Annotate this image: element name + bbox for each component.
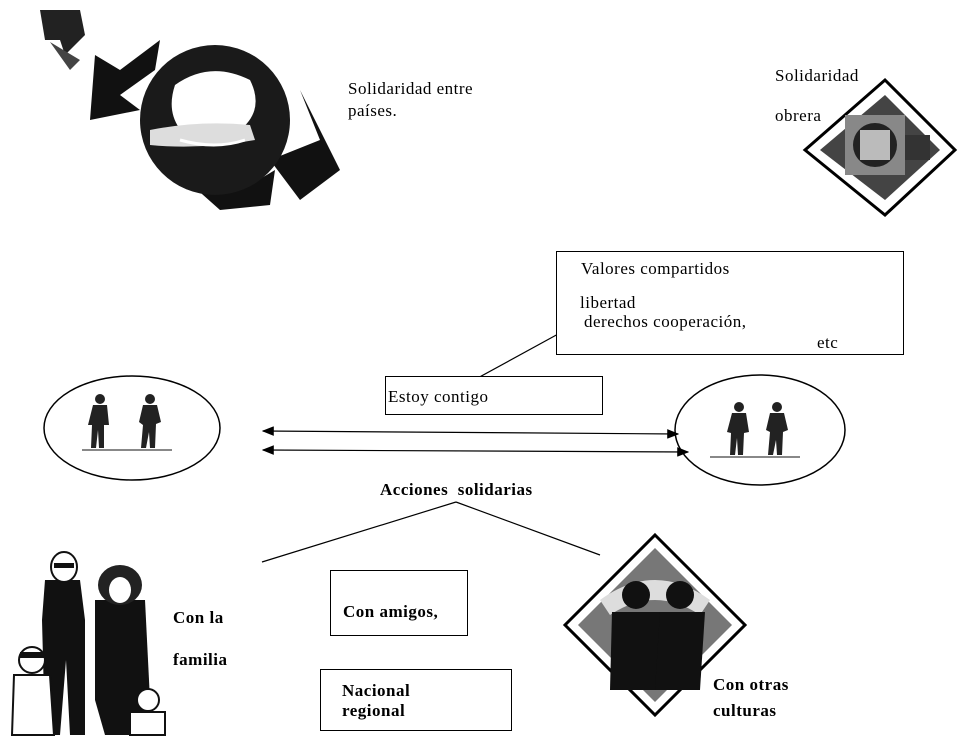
arrow-lower bbox=[261, 445, 690, 457]
national-text: Nacional regional bbox=[342, 681, 410, 721]
cultures-diamond-icon bbox=[562, 532, 748, 718]
workers-diamond-icon bbox=[802, 77, 958, 217]
callout-title: Valores compartidos bbox=[581, 259, 730, 278]
people-left-icon bbox=[82, 394, 172, 451]
family-label-line1: Con la bbox=[173, 608, 224, 627]
top-right-label-line2: obrera bbox=[775, 106, 822, 125]
top-right-label-line1: Solidaridad bbox=[775, 66, 859, 85]
friends-text: Con amigos, bbox=[343, 602, 439, 621]
top-left-label-line1: Solidaridad entre bbox=[348, 79, 474, 98]
family-icon bbox=[10, 551, 166, 736]
family-label-line2: familia bbox=[173, 650, 228, 669]
top-right-label: Solidaridad obrera bbox=[775, 56, 859, 136]
arrow-upper bbox=[261, 426, 680, 439]
callout-line1: libertad bbox=[580, 293, 636, 312]
callout-line3: etc bbox=[817, 333, 839, 352]
family-label: Con la familia bbox=[173, 597, 228, 681]
top-left-label: Solidaridad entre países. bbox=[348, 78, 473, 122]
friends-box: Con amigos, bbox=[330, 570, 468, 636]
callout-box: Valores compartidos libertad derechos co… bbox=[556, 251, 904, 355]
branch-left-line bbox=[261, 501, 457, 563]
cultures-label-line2: culturas bbox=[713, 701, 777, 720]
callout-line2: derechos cooperación, bbox=[584, 312, 747, 331]
national-line2: regional bbox=[342, 701, 406, 720]
national-box: Nacional regional bbox=[320, 669, 512, 731]
cultures-label: Con otras culturas bbox=[713, 672, 789, 724]
recycle-globe-icon bbox=[40, 10, 340, 210]
left-ellipse bbox=[43, 375, 221, 481]
estoy-contigo-text: Estoy contigo bbox=[388, 387, 489, 406]
branch-right-line bbox=[455, 501, 601, 556]
estoy-contigo-box: Estoy contigo bbox=[385, 376, 603, 415]
top-left-label-line2: países. bbox=[348, 101, 398, 120]
people-right-icon bbox=[710, 402, 800, 458]
right-ellipse bbox=[674, 374, 846, 486]
actions-label: Acciones solidarias bbox=[380, 480, 533, 499]
national-line1: Nacional bbox=[342, 681, 411, 700]
cultures-label-line1: Con otras bbox=[713, 675, 789, 694]
